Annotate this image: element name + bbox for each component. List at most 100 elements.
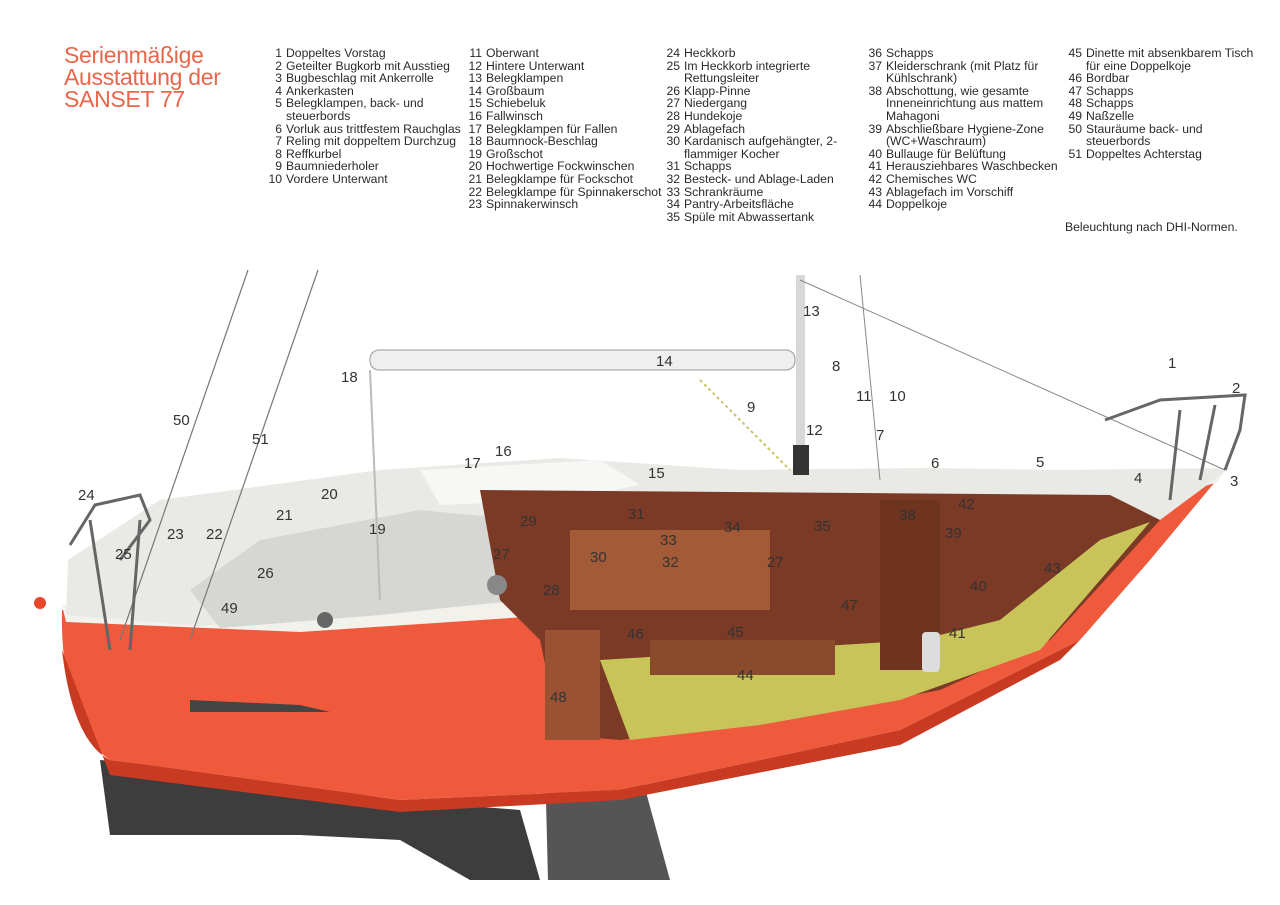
title-line-1: Serienmäßige	[64, 42, 204, 68]
legend-number: 24	[666, 46, 680, 60]
legend-number: 8	[275, 146, 282, 161]
legend-item-36: 36 Schapps	[862, 47, 1062, 60]
callout-number-23: 23	[167, 526, 184, 543]
legend-number: 30	[666, 134, 680, 149]
stern-light	[34, 597, 46, 609]
legend-number: 14	[468, 83, 482, 98]
legend-number: 36	[868, 46, 882, 60]
legend-number: 43	[868, 184, 882, 199]
callout-number-50: 50	[173, 412, 190, 429]
legend-number: 29	[666, 121, 680, 136]
legend-number: 16	[468, 108, 482, 123]
legend-text: Stauräume back- und steuerbords	[1086, 121, 1203, 149]
callout-number-22: 22	[206, 526, 223, 543]
callout-number-33: 33	[660, 532, 677, 549]
callout-number-10: 10	[889, 388, 906, 405]
legend-number: 11	[469, 46, 482, 60]
legend-number: 46	[1068, 71, 1082, 86]
shroud-upper	[859, 274, 881, 481]
winch	[487, 575, 507, 595]
callout-number-3: 3	[1230, 473, 1238, 490]
callout-number-7: 7	[876, 427, 884, 444]
legend-number: 1	[275, 46, 282, 60]
legend-text: Schrankräume	[684, 184, 764, 199]
callout-number-24: 24	[78, 487, 95, 504]
legend-text: Spüle mit Abwassertank	[684, 209, 815, 224]
legend-number: 38	[868, 83, 882, 98]
toilet	[922, 632, 940, 672]
legend-text: Schapps	[1086, 96, 1134, 111]
legend-text: Schapps	[886, 46, 934, 60]
legend-text: Großbaum	[486, 83, 545, 98]
legend-item-35: 35 Spüle mit Abwassertank	[660, 211, 860, 224]
legend-text: Pantry-Arbeitsfläche	[684, 197, 794, 212]
legend-text: Großschot	[486, 146, 543, 161]
legend-text: Schiebeluk	[486, 96, 546, 111]
legend-number: 20	[468, 159, 482, 174]
callout-number-21: 21	[276, 507, 293, 524]
legend-number: 25	[666, 58, 680, 73]
legend-text: Klapp-Pinne	[684, 83, 751, 98]
legend-number: 3	[275, 71, 282, 86]
title-line-2: Ausstattung der	[64, 64, 221, 90]
boom-vang	[699, 379, 791, 471]
legend-number: 7	[275, 134, 282, 149]
legend-number: 27	[666, 96, 680, 111]
legend-item-19: 19 Großschot	[462, 148, 662, 161]
callout-number-8: 8	[832, 358, 840, 375]
legend-number: 33	[666, 184, 680, 199]
legend-text: Niedergang	[684, 96, 748, 111]
legend-text: Vorluk aus trittfestem Rauchglas	[286, 121, 461, 136]
callout-number-9: 9	[747, 399, 755, 416]
legend-text: Hundekoje	[684, 108, 743, 123]
legend-text: Chemisches WC	[886, 171, 977, 186]
callout-number-38: 38	[899, 507, 916, 524]
mast	[796, 275, 805, 475]
legend-number: 35	[666, 209, 680, 224]
legend-text: Ankerkasten	[286, 83, 354, 98]
legend-number: 18	[468, 134, 482, 149]
title-line-3: SANSET 77	[64, 86, 185, 112]
legend-number: 28	[666, 108, 680, 123]
callout-number-20: 20	[321, 486, 338, 503]
legend-number: 10	[268, 171, 282, 186]
legend-number: 37	[868, 58, 882, 73]
mainsheet	[369, 369, 381, 601]
callout-number-19: 19	[369, 521, 386, 538]
legend-number: 32	[666, 171, 680, 186]
boom	[369, 349, 796, 371]
legend-text: Im Heckkorb integrierte Rettungsleiter	[684, 58, 810, 86]
callout-number-32: 32	[662, 554, 679, 571]
callout-number-28: 28	[543, 582, 560, 599]
legend-number: 19	[468, 146, 482, 161]
legend-text: Herausziehbares Waschbecken	[886, 159, 1058, 174]
legend-text: Bullauge für Belüftung	[886, 146, 1006, 161]
legend-number: 23	[468, 197, 482, 212]
legend-item-11: 11 Oberwant	[462, 47, 662, 60]
callout-number-41: 41	[949, 625, 966, 642]
legend-number: 2	[275, 58, 282, 73]
callout-number-46: 46	[627, 626, 644, 643]
callout-number-15: 15	[648, 465, 665, 482]
legend-number: 22	[468, 184, 482, 199]
legend-text: Abschließbare Hygiene-Zone (WC+Waschraum…	[886, 121, 1044, 149]
legend-text: Oberwant	[486, 46, 539, 60]
legend-text: Fallwinsch	[486, 108, 543, 123]
legend-number: 45	[1068, 46, 1082, 60]
